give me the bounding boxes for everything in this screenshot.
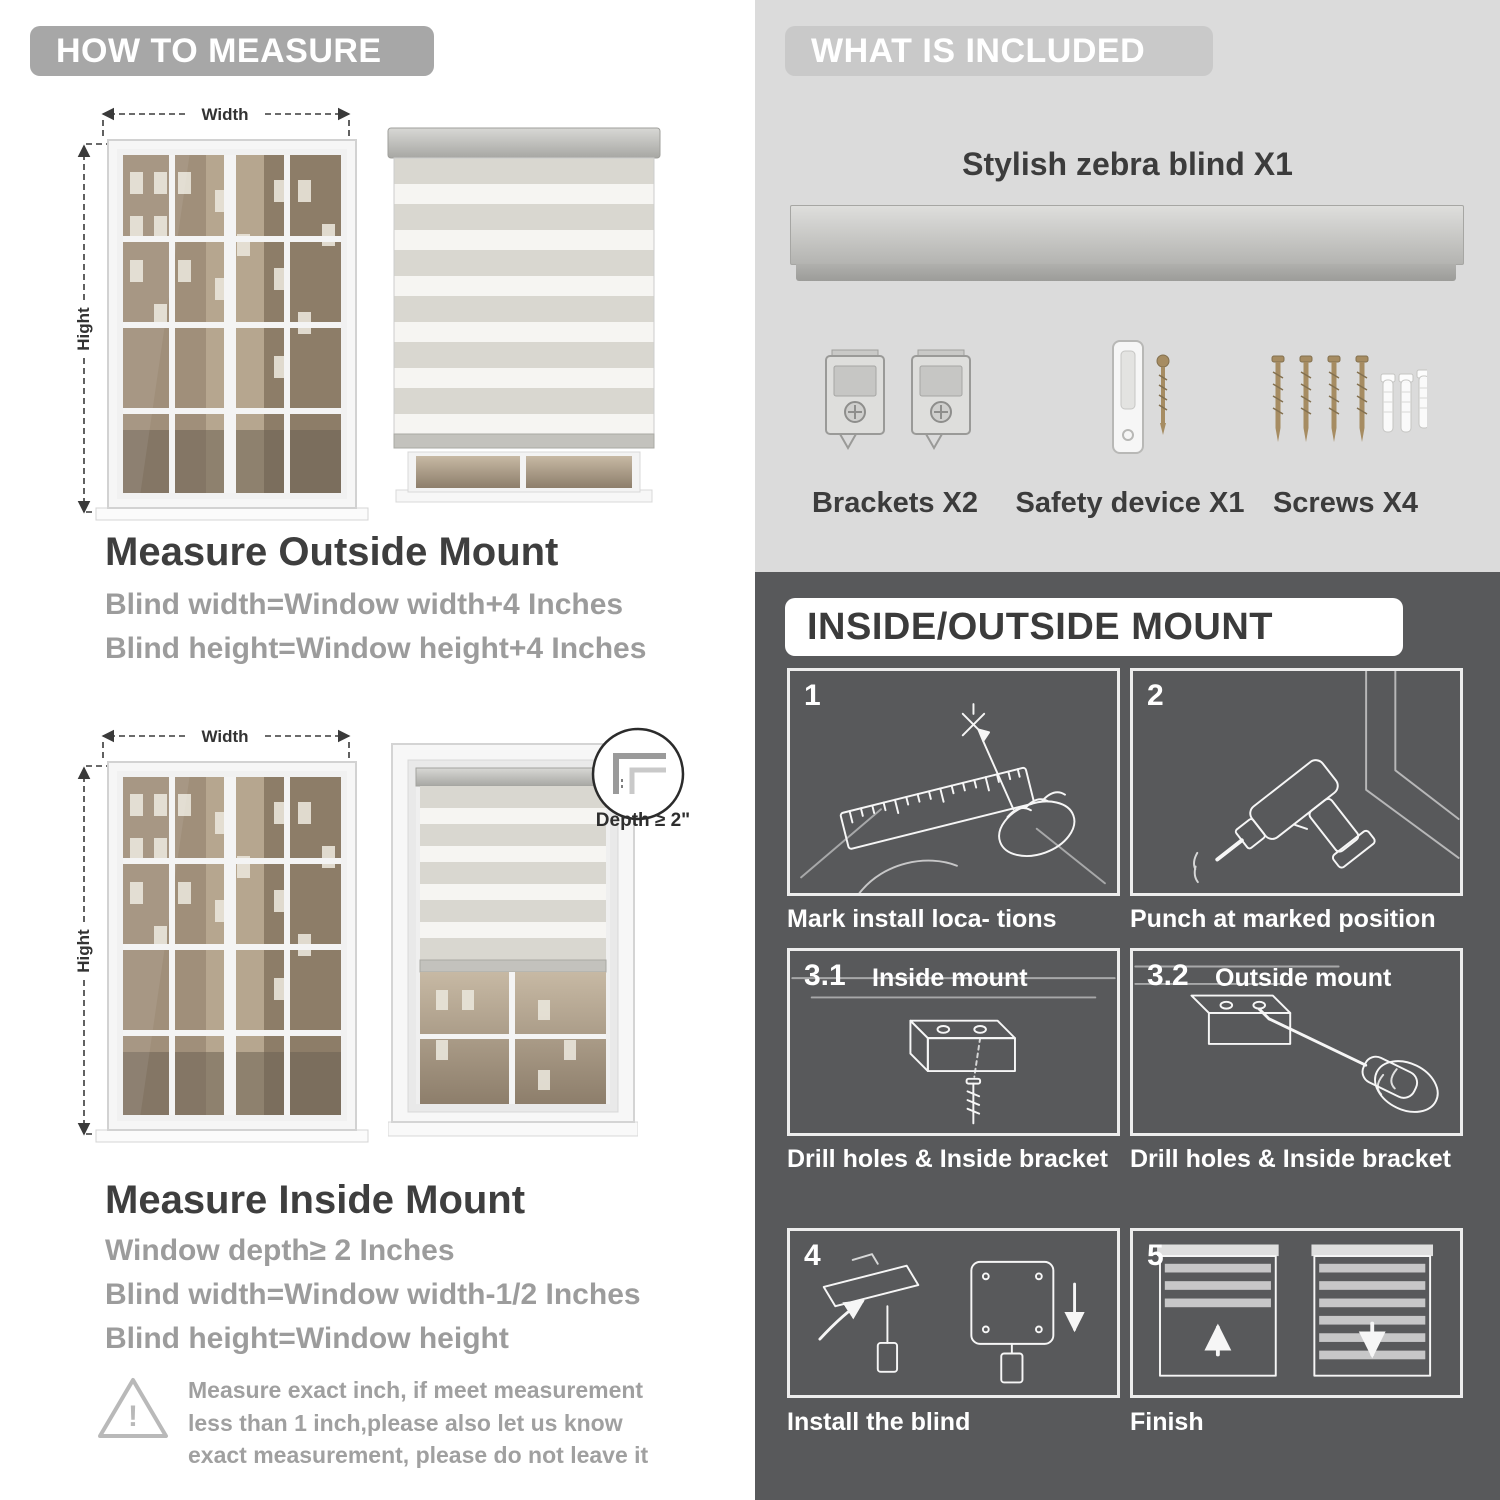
step-3-1-caption: Drill holes & Inside bracket — [787, 1145, 1108, 1173]
step-3-2-panel: 3.2 Outside mount — [1130, 948, 1463, 1136]
safety-device-label: Safety device X1 — [1015, 487, 1245, 519]
step-5-number: 5 — [1147, 1239, 1164, 1272]
height-dimension-label: Hight — [74, 929, 93, 973]
how-to-measure-header-pill: HOW TO MEASURE — [30, 26, 434, 76]
width-dimension-label: Width — [201, 105, 248, 124]
window-mullions — [120, 152, 344, 496]
headrail-bottom-rail — [796, 264, 1456, 281]
zebra-stripes — [420, 786, 606, 960]
zebra-blind-outside-illustration — [387, 127, 661, 503]
step-4-panel: 4 — [787, 1228, 1120, 1398]
step-3-1-number: 3.1 — [804, 959, 846, 992]
mount-header-pill: INSIDE/OUTSIDE MOUNT — [785, 598, 1403, 656]
warning-exclamation-mark: ! — [128, 1400, 138, 1433]
install-blind-illustration — [818, 1253, 1085, 1384]
step-1-caption: Mark install loca- tions — [787, 905, 1057, 933]
outside-mount-line-2: Blind height=Window height+4 Inches — [105, 632, 647, 665]
step-1-number: 1 — [804, 679, 821, 712]
included-header-pill: WHAT IS INCLUDED — [785, 26, 1213, 76]
screws-icon — [1271, 355, 1427, 442]
window-mullions — [120, 774, 344, 1118]
inside-mount-line-1: Window depth≥ 2 Inches — [105, 1234, 455, 1267]
included-panel: WHAT IS INCLUDED Stylish zebra blind X1 — [755, 0, 1500, 572]
measure-note-text: Measure exact inch, if meet measurement … — [188, 1377, 649, 1469]
step-3-1-panel: 3.1 Inside mount — [787, 948, 1120, 1136]
step-3-1-label: Inside mount — [872, 964, 1028, 992]
zebra-blind-inside-illustration — [388, 743, 638, 1137]
outside-mount-line-1: Blind width=Window width+4 Inches — [105, 588, 624, 621]
window-outside-illustration: Width Hight — [74, 105, 369, 521]
mount-title: INSIDE/OUTSIDE MOUNT — [807, 605, 1274, 648]
step-3-2-number: 3.2 — [1147, 959, 1189, 992]
step-5-panel: 5 — [1130, 1228, 1463, 1398]
screws-label: Screws X4 — [1272, 487, 1419, 519]
included-title: WHAT IS INCLUDED — [811, 31, 1146, 70]
step-4-caption: Install the blind — [787, 1408, 971, 1436]
finish-illustration — [1157, 1244, 1434, 1377]
anchor-group — [1380, 369, 1427, 433]
headrail-illustration — [790, 205, 1464, 265]
warning-triangle-icon: ! — [98, 1378, 168, 1438]
outside-mount-title: Measure Outside Mount — [105, 530, 559, 574]
step-2-number: 2 — [1147, 679, 1164, 712]
step-4-number: 4 — [804, 1239, 821, 1272]
mount-panel: INSIDE/OUTSIDE MOUNT 1 — [755, 572, 1500, 1500]
depth-callout-label: Depth ≥ 2" — [595, 810, 691, 831]
how-to-measure-title: HOW TO MEASURE — [56, 31, 382, 70]
inside-mount-title: Measure Inside Mount — [105, 1178, 526, 1222]
outside-bracket-illustration — [1134, 965, 1439, 1113]
height-dimension-label: Hight — [74, 307, 93, 351]
inside-bracket-illustration — [791, 977, 1116, 1125]
drill-illustration — [1193, 670, 1460, 884]
product-title: Stylish zebra blind X1 — [962, 146, 1293, 182]
inside-mount-line-2: Blind width=Window width-1/2 Inches — [105, 1278, 641, 1311]
brackets-icon — [825, 349, 971, 451]
step-2-caption: Punch at marked position — [1130, 905, 1436, 933]
brackets-label: Brackets X2 — [811, 487, 979, 519]
width-dimension-label: Width — [201, 727, 248, 746]
depth-callout-icon — [591, 727, 685, 821]
window-inside-illustration: Width Hight — [74, 727, 369, 1143]
step-3-2-label: Outside mount — [1215, 964, 1392, 992]
screw-group — [1271, 355, 1369, 442]
inside-mount-line-3: Blind height=Window height — [105, 1322, 509, 1355]
zebra-stripes — [394, 158, 654, 434]
mark-locations-illustration — [800, 703, 1106, 894]
step-3-2-caption: Drill holes & Inside bracket — [1130, 1145, 1451, 1173]
step-2-panel: 2 — [1130, 668, 1463, 896]
step-5-caption: Finish — [1130, 1408, 1204, 1436]
safety-device-icon — [1112, 340, 1170, 454]
step-1-panel: 1 — [787, 668, 1120, 896]
